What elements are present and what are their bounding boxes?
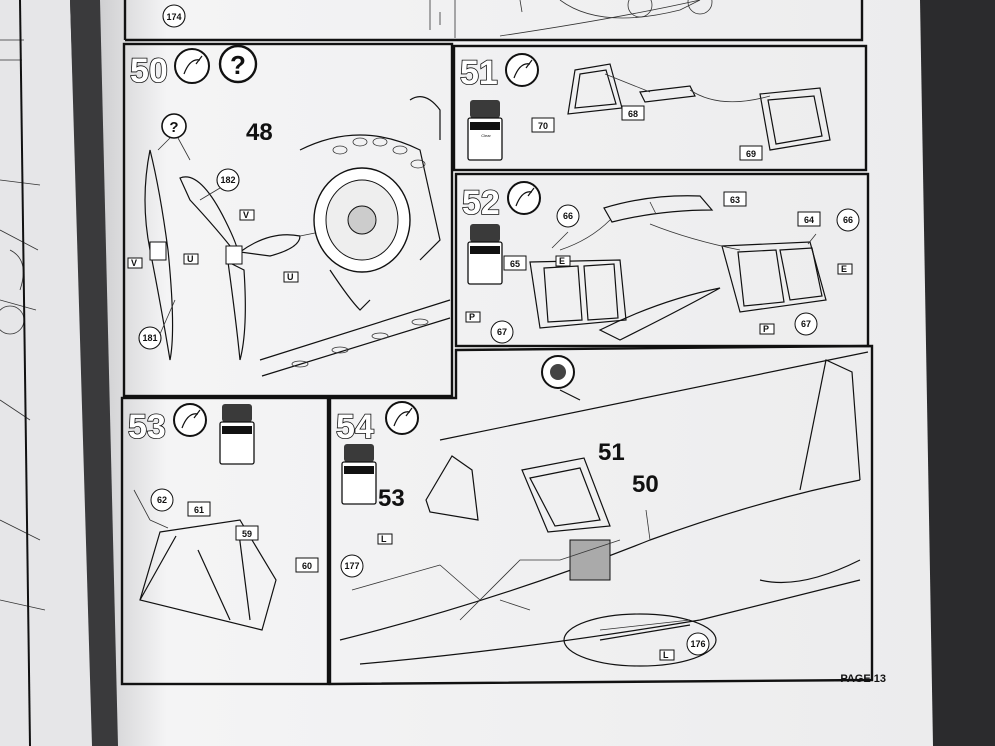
bottle-label: CONTACTA — [475, 123, 497, 128]
question-mark: ? — [230, 50, 246, 80]
marker-E: E — [559, 256, 565, 266]
part-68: 68 — [628, 109, 638, 119]
part-62: 62 — [157, 495, 167, 505]
part-59: 59 — [242, 529, 252, 539]
step-number: 53 — [128, 408, 166, 446]
engine-drawing — [259, 96, 451, 377]
step-number: 52 — [462, 184, 500, 222]
fuselage-drawing — [339, 359, 861, 667]
marker-L: L — [381, 534, 387, 544]
step-50-panel: 50 ? 48 ? — [122, 42, 454, 398]
glue-icon — [174, 48, 210, 84]
paint-bottle — [467, 223, 503, 285]
paint-bottle — [341, 443, 377, 505]
top-strip: 174 — [123, 0, 864, 42]
glue-icon — [173, 403, 207, 437]
part-70: 70 — [538, 121, 548, 131]
part-66: 66 — [563, 211, 573, 221]
glue-icon — [507, 181, 541, 215]
reference-48: 48 — [246, 119, 273, 146]
marker-E: E — [841, 264, 847, 274]
step-52-panel: 52 63 66 65 64 66 67 67 E — [454, 172, 870, 348]
propeller-drawing: ? — [144, 113, 331, 361]
marker-L: L — [663, 650, 669, 660]
marker-P: P — [763, 324, 769, 334]
marker-U: U — [287, 272, 294, 282]
right-page — [100, 0, 933, 746]
marker-V: V — [243, 210, 249, 220]
glue-icon — [385, 401, 419, 435]
part-67: 67 — [497, 327, 507, 337]
step-51-panel: 51 CONTACTA Clear 70 68 69 — [452, 44, 868, 172]
part-61: 61 — [194, 505, 204, 515]
marker-V: V — [131, 258, 137, 268]
page-number: PAGE 13 — [840, 673, 886, 685]
part-number-174: 174 — [166, 12, 181, 22]
callout-53: 53 — [378, 485, 405, 512]
part-64: 64 — [804, 215, 814, 225]
part-177: 177 — [344, 561, 359, 571]
left-page-edge — [0, 0, 95, 746]
part-callout-174 — [162, 4, 186, 28]
part-66: 66 — [843, 215, 853, 225]
step-number: 54 — [336, 408, 374, 446]
propeller-question-mark: ? — [169, 119, 178, 136]
step-53-panel: 53 62 61 59 60 — [120, 396, 330, 686]
part-69: 69 — [746, 149, 756, 159]
optional-question-icon — [218, 44, 258, 84]
marker-P: P — [469, 312, 475, 322]
step-number: 50 — [130, 52, 168, 90]
paint-bottle — [219, 403, 255, 465]
canopy-parts-52 — [529, 195, 827, 341]
marker-U: U — [187, 254, 194, 264]
part-65: 65 — [510, 259, 520, 269]
callout-51: 51 — [598, 439, 625, 466]
glue-icon — [505, 53, 539, 87]
step-54-panel: 54 53 51 50 177 176 L — [328, 344, 874, 686]
part-60: 60 — [302, 561, 312, 571]
bottle-label-sub: Clear — [481, 133, 491, 138]
part-67: 67 — [801, 319, 811, 329]
part-182: 182 — [220, 175, 235, 185]
canopy-parts-51 — [567, 63, 831, 151]
canopy-parts-53 — [133, 489, 277, 631]
step-number: 51 — [460, 54, 498, 92]
part-181: 181 — [142, 333, 157, 343]
callout-50: 50 — [632, 471, 659, 498]
paint-bottle — [467, 99, 503, 161]
part-176: 176 — [690, 639, 705, 649]
part-63: 63 — [730, 195, 740, 205]
